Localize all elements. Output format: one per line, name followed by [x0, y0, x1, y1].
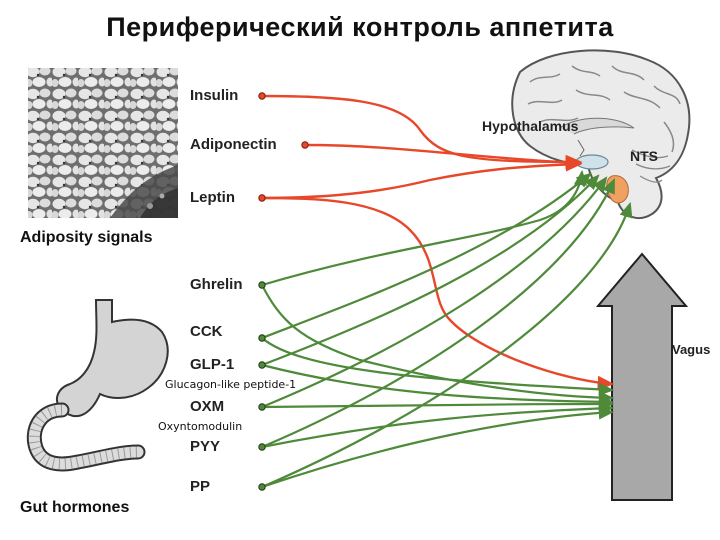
adiposity-signals-label: Adiposity signals	[20, 229, 153, 246]
pyy-arrow	[261, 177, 616, 449]
nts-label: NTS	[630, 148, 658, 164]
ghrelin-vagus-arrow	[261, 284, 615, 405]
insulin-arrow	[261, 94, 583, 170]
ghrelin-label: Ghrelin	[190, 276, 243, 293]
insulin-label: Insulin	[190, 87, 239, 104]
glp1-arrow	[261, 174, 600, 367]
oxm-arrow	[261, 176, 608, 409]
hypothalamus-label: Hypothalamus	[482, 118, 579, 134]
glp1-vagus-arrow	[261, 363, 615, 409]
leptin-hypothalamus-arrow	[261, 157, 583, 200]
hypothalamus-region	[575, 154, 609, 170]
vagus-arrow	[595, 252, 689, 501]
pyy-vagus-arrow	[261, 401, 615, 449]
vagus-label: Vagus	[672, 342, 711, 357]
brain-image	[511, 49, 691, 220]
leptin-label: Leptin	[190, 189, 235, 206]
pp-label: PP	[190, 478, 211, 495]
adiposity-arrows	[261, 94, 615, 391]
pyy-label: PYY	[190, 438, 221, 455]
oxm-label: OXM	[190, 398, 225, 415]
adiponectin-arrow	[304, 143, 583, 170]
cck-vagus-arrow	[261, 337, 615, 396]
stomach-image	[26, 299, 169, 472]
ghrelin-arrow	[261, 169, 588, 287]
oxm-fullname: Oxyntomodulin	[158, 420, 243, 433]
glp1-fullname: Glucagon-like peptide-1	[165, 378, 297, 391]
cck-label: CCK	[190, 323, 223, 340]
glp1-label: GLP-1	[190, 356, 235, 373]
adipose-tissue-image	[28, 68, 178, 218]
source-dots	[258, 92, 309, 491]
leptin-vagus-arrow	[261, 196, 615, 391]
cck-arrow	[261, 172, 592, 340]
page-title: Периферический контроль аппетита	[106, 12, 614, 42]
pp-vagus-arrow	[261, 406, 615, 489]
pp-arrow	[261, 201, 633, 489]
gut-hormones-label: Gut hormones	[20, 499, 130, 516]
gut-hormone-arrows	[261, 169, 633, 489]
oxm-vagus-arrow	[261, 397, 615, 411]
adiponectin-label: Adiponectin	[190, 136, 277, 153]
